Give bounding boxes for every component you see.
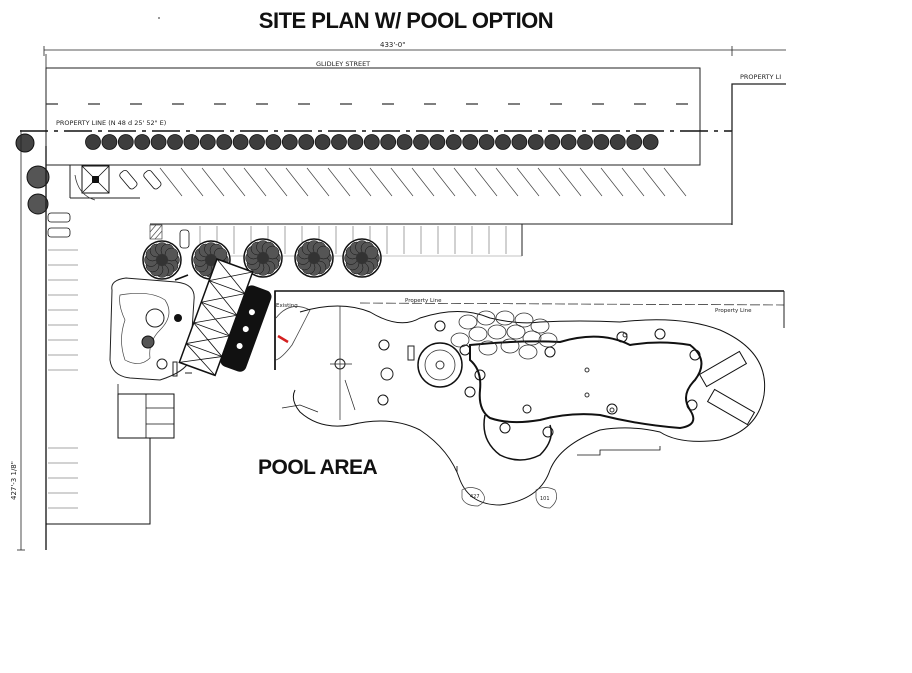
building-area (109, 258, 272, 381)
tree (265, 134, 282, 150)
tree (478, 134, 495, 150)
tree (609, 134, 626, 150)
pool-detail: Existing Property Line Property Line (274, 290, 785, 509)
tree (101, 134, 118, 150)
large-tree (342, 238, 382, 278)
tree (331, 134, 347, 150)
tree (314, 134, 331, 150)
tree (85, 134, 101, 150)
tree (445, 134, 462, 150)
top-dimension: 433'-0" (43, 41, 786, 56)
pool-area-label: POOL AREA (258, 456, 378, 479)
top-dimension-text: 433'-0" (380, 41, 405, 49)
left-parking-stripes (48, 249, 78, 509)
property-line-right-label: PROPERTY LI (740, 73, 781, 81)
large-tree (243, 238, 283, 278)
tree (593, 134, 610, 150)
tree (626, 134, 643, 150)
left-trees (15, 133, 50, 215)
tree (380, 134, 397, 150)
tree (544, 134, 561, 150)
page-title: SITE PLAN W/ POOL OPTION (258, 8, 554, 33)
big-trees (142, 238, 382, 280)
pool-property-line-label: Property Line (405, 298, 442, 304)
tree (511, 134, 528, 150)
parking-top (69, 131, 732, 257)
tree (298, 134, 315, 150)
tree (462, 134, 479, 150)
tree (117, 134, 134, 150)
gazebo (74, 165, 110, 201)
street-label: GLIDLEY STREET (316, 60, 370, 68)
lower-left-parking (46, 384, 175, 525)
large-tree (142, 240, 182, 280)
tree (347, 134, 364, 150)
tree (642, 134, 659, 150)
pool-small-label-2: 101 (540, 496, 550, 502)
property-line-label: PROPERTY LINE (N 48 d 25' 52" E) (56, 119, 166, 127)
tree (363, 134, 380, 150)
tree (577, 134, 593, 150)
tree (216, 134, 233, 150)
tree (134, 134, 151, 150)
right-property-line: PROPERTY LI (731, 73, 786, 225)
left-dimension-text: 427'-3 1/8" (10, 461, 18, 500)
tree (232, 134, 249, 150)
tree (429, 134, 446, 150)
parked-cars (47, 169, 190, 249)
tree (199, 134, 216, 150)
left-dimension: 427'-3 1/8" (10, 130, 47, 551)
tree (413, 134, 429, 150)
tree (249, 134, 265, 150)
tree (150, 134, 167, 150)
tree (396, 134, 413, 150)
tree (560, 134, 577, 150)
tree (495, 134, 511, 150)
tree (183, 134, 200, 150)
pool-left-label: Existing (276, 303, 298, 309)
tree (281, 134, 298, 150)
pool-property-line-right-label: Property Line (715, 308, 752, 314)
tree-row (85, 134, 659, 150)
large-tree (294, 238, 334, 278)
tree (527, 134, 544, 150)
tree (167, 134, 183, 150)
pool-small-label-1: 427 (470, 494, 480, 500)
